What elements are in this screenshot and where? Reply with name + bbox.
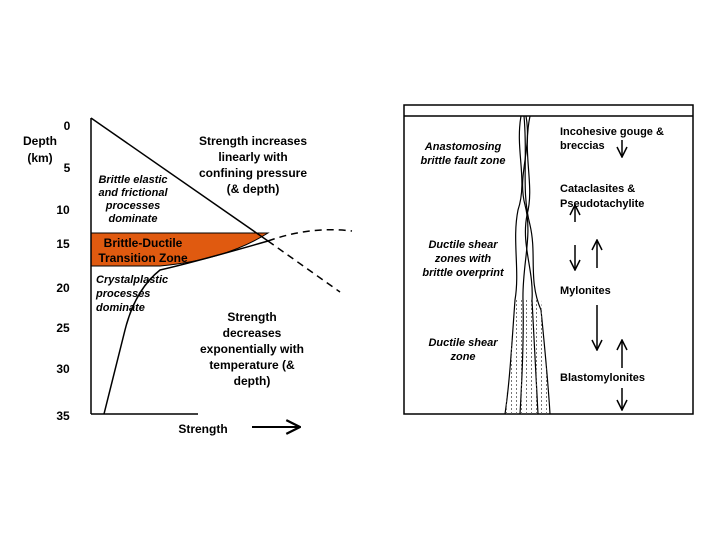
strength-decrease-line4: temperature (& (209, 358, 295, 372)
depth-axis-title-line2: (km) (27, 151, 52, 165)
strength-increase-line3: confining pressure (199, 166, 307, 180)
strength-decrease-line2: decreases (223, 326, 282, 340)
ductile-shear-stipple (505, 300, 550, 414)
depth-tick-20: 20 (56, 281, 70, 295)
crystalplastic-label-line1: Crystalplastic (96, 274, 168, 286)
depth-axis-title-line1: Depth (23, 134, 57, 148)
ductile-overprint-line1: Ductile shear (428, 239, 498, 251)
ductile-label: Ductile shear zone (428, 337, 498, 363)
mylonites-label: Mylonites (560, 285, 611, 297)
depth-tick-0: 0 (64, 119, 71, 133)
ductile-overprint-label: Ductile shear zones with brittle overpri… (422, 239, 505, 279)
depth-tick-35: 35 (56, 409, 70, 423)
ductile-overprint-line2: zones with (434, 253, 492, 265)
gouge-label-line2: breccias (560, 140, 605, 152)
transition-label-line2: Transition Zone (98, 251, 188, 265)
anastomosing-label-line2: brittle fault zone (421, 155, 506, 167)
strength-increase-line1: Strength increases (199, 134, 307, 148)
brittle-label-line4: dominate (109, 213, 158, 225)
strength-decrease-line1: Strength (227, 310, 276, 324)
ductile-overprint-line3: brittle overprint (422, 267, 505, 279)
depth-tick-labels: 0 5 10 15 20 25 30 35 (56, 119, 70, 423)
cataclasites-label-line1: Cataclasites & (560, 183, 635, 195)
ductile-strength-curve (103, 240, 269, 415)
fault-zone-diagram: Anastomosing brittle fault zone Ductile … (403, 104, 694, 415)
ductile-label-line2: zone (449, 351, 475, 363)
anastomosing-label-line1: Anastomosing (424, 141, 502, 153)
blastomylonites-label: Blastomylonites (560, 372, 645, 384)
gouge-label: Incohesive gouge & breccias (560, 126, 664, 152)
transition-arrows (575, 140, 622, 410)
brittle-strength-extension (267, 240, 341, 293)
strength-decrease-label: Strength decreases exponentially with te… (200, 310, 304, 388)
ductile-label-line1: Ductile shear (428, 337, 498, 349)
brittle-label-line2: and frictional (98, 187, 168, 199)
depth-tick-30: 30 (56, 362, 70, 376)
transition-label-line1: Brittle-Ductile (104, 236, 183, 250)
gouge-label-line1: Incohesive gouge & (560, 126, 664, 138)
brittle-strength-line (90, 117, 269, 242)
strength-increase-line4: (& depth) (227, 182, 280, 196)
cataclasites-label-line2: Pseudotachylite (560, 198, 644, 210)
depth-tick-10: 10 (56, 203, 70, 217)
cataclasites-label: Cataclasites & Pseudotachylite (560, 183, 644, 210)
depth-tick-25: 25 (56, 321, 70, 335)
brittle-label-line3: processes (105, 200, 160, 212)
fault-strand (523, 115, 551, 415)
strength-decrease-line5: depth) (234, 374, 271, 388)
depth-tick-15: 15 (56, 237, 70, 251)
strength-increase-label: Strength increases linearly with confini… (199, 134, 307, 196)
strength-increase-line2: linearly with (218, 150, 287, 164)
crystalplastic-label-line3: dominate (96, 302, 145, 314)
strength-axis-label: Strength (178, 422, 227, 436)
brittle-label: Brittle elastic and frictional processes… (98, 174, 168, 225)
crystalplastic-label-line2: processes (95, 288, 150, 300)
crystalplastic-label: Crystalplastic processes dominate (95, 274, 168, 314)
depth-strength-diagram: Depth (km) 0 5 10 15 20 25 30 35 Brittle… (23, 117, 353, 436)
depth-tick-5: 5 (64, 161, 71, 175)
transition-zone-label: Brittle-Ductile Transition Zone (98, 236, 188, 265)
ductile-strength-extension (267, 229, 353, 242)
anastomosing-label: Anastomosing brittle fault zone (421, 141, 506, 167)
brittle-label-line1: Brittle elastic (98, 174, 167, 186)
strength-decrease-line3: exponentially with (200, 342, 304, 356)
